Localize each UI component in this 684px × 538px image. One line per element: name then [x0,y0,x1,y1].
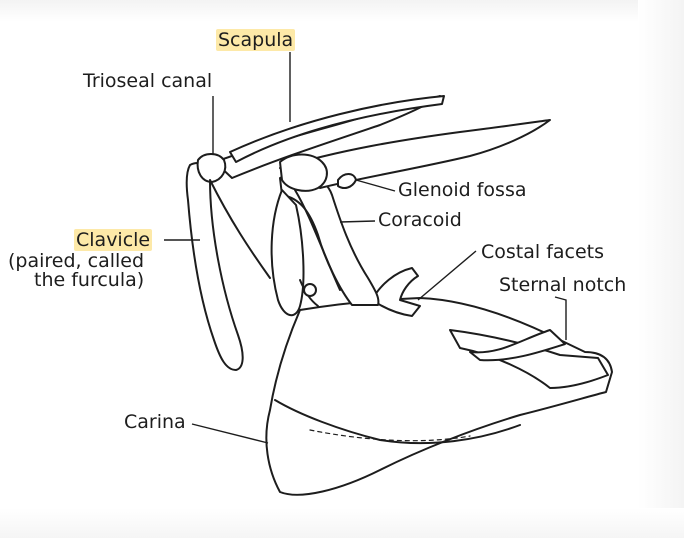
leader-costal [417,250,477,301]
furcula-inner-loop [270,189,305,316]
carina-keel [274,399,521,445]
clavicle-furcula [185,162,244,371]
slide-frame-bottom [0,508,684,538]
trioseal-joint [196,153,227,183]
leader-coracoid [339,220,376,223]
label-coracoid: Coracoid [378,209,462,231]
label-glenoid-fossa: Glenoid fossa [398,179,527,201]
slide-frame-right [638,0,684,538]
leader-carina [191,423,269,444]
sternal-notch-edge [469,329,566,362]
joint-knob [303,283,317,297]
glenoid-fossa-cup [337,173,357,189]
label-carina: Carina [124,411,186,433]
label-sternal-notch: Sternal notch [499,274,627,296]
label-clavicle-text: Clavicle [74,229,153,251]
label-scapula-text: Scapula [216,29,296,51]
label-scapula: Scapula [216,29,296,51]
label-clavicle-note-1: (paired, called [8,250,145,272]
coracoid-inner-edge [294,189,341,291]
sternum-body [265,297,613,496]
scapula-blade-right [279,119,551,189]
scapula-blade-upper [229,95,445,163]
label-costal-facets: Costal facets [481,241,605,263]
leader-sternal-notch [554,296,567,340]
slide-frame-top [0,0,684,22]
label-clavicle-note-2: the furcula) [34,269,145,291]
strut [209,179,271,279]
label-clavicle: Clavicle [74,229,153,251]
keel-dashed-line [309,429,471,442]
label-trioseal-canal: Trioseal canal [83,70,213,92]
sternum-posterior-flange [449,329,609,389]
glenoid-head [279,153,328,192]
costal-process [371,267,421,317]
leader-glenoid [355,179,396,192]
